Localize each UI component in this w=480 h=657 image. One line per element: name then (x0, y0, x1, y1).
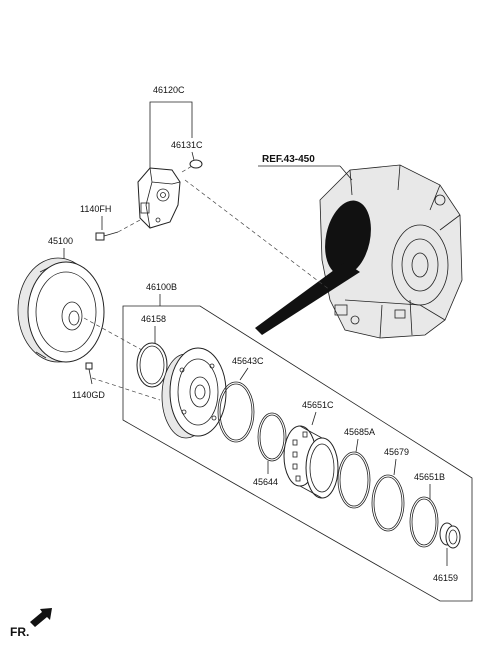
oil-pump-housing (161, 347, 227, 439)
leader-46120C (149, 101, 193, 168)
ring-45685A-inner (339, 453, 369, 507)
ring-45685A (337, 451, 371, 509)
bolt-1140FH (95, 231, 119, 241)
leader-dash-bolt-gd (91, 377, 161, 401)
ring-45644-inner (259, 414, 285, 460)
label-46100B: 46100B (146, 282, 177, 292)
ring-45679-inner (373, 476, 403, 530)
ring-45644 (257, 412, 287, 462)
leader-45679 (393, 458, 397, 476)
leader-45685A (355, 438, 359, 453)
label-45651B: 45651B (414, 472, 445, 482)
ring-45651B (409, 496, 439, 548)
label-45679: 45679 (384, 447, 409, 457)
leader-45651C (311, 411, 317, 426)
ring-46158 (136, 342, 168, 388)
ring-46158-inner (139, 345, 165, 385)
label-45644: 45644 (253, 477, 278, 487)
label-46131C: 46131C (171, 140, 203, 150)
label-46120C: 46120C (153, 85, 185, 95)
ring-45643C-inner (219, 383, 253, 441)
label-1140FH: 1140FH (80, 204, 111, 214)
front-arrow-icon (30, 608, 52, 627)
leader-45643C (239, 367, 249, 381)
ref-label: REF.43-450 (262, 154, 315, 165)
seal-46159 (439, 522, 461, 549)
leader-dash-oring (181, 165, 193, 173)
label-45685A: 45685A (344, 427, 375, 437)
leader-46131C (191, 151, 195, 161)
input-shaft-opening (325, 200, 371, 276)
bolt-1140GD (85, 362, 93, 385)
front-direction-label: FR. (10, 625, 29, 639)
leader-dash-bolt-fh (117, 219, 141, 233)
ring-45643C (217, 381, 255, 443)
oring-46131C (189, 159, 203, 169)
ring-45679 (371, 474, 405, 532)
label-45643C: 45643C (232, 356, 264, 366)
leader-dash-trans (184, 179, 331, 291)
label-46158: 46158 (141, 314, 166, 324)
ref-leader-arrow (339, 165, 353, 181)
transmission-assembly (319, 164, 463, 339)
valve-body-46120C (137, 167, 181, 229)
label-45100: 45100 (48, 236, 73, 246)
ring-45651B-inner (411, 498, 437, 546)
label-46159: 46159 (433, 573, 458, 583)
torque-converter-45100 (17, 257, 105, 363)
leader-wedge (255, 262, 360, 335)
label-45651C: 45651C (302, 400, 334, 410)
label-1140GD: 1140GD (72, 390, 105, 400)
drum-45651C (283, 425, 339, 499)
subassembly-frame (122, 305, 473, 602)
